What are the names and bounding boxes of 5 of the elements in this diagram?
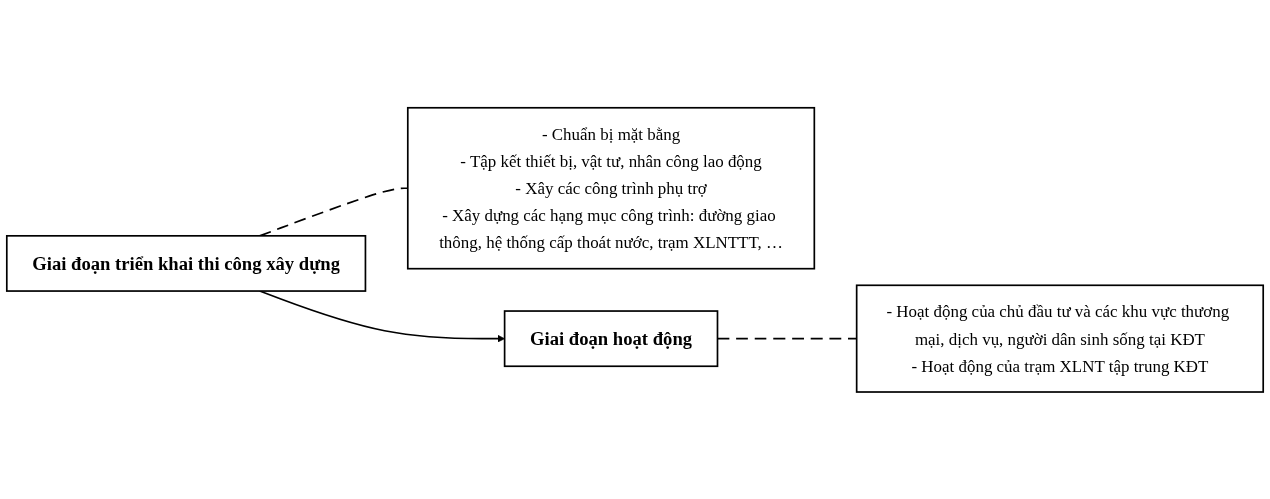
node-box: Giai đoạn triển khai thi công xây dựng [5, 234, 367, 292]
node-box: - Hoạt động của chủ đầu tư và các khu vực thương mại, dịch vụ, người dân sinh sống tại KĐT - Hoạt động của trạm XLNT tập trung KĐT [855, 284, 1265, 393]
node-box: - Chuẩn bị mặt bằng - Tập kết thiết bị, vật tư, nhân công lao động - Xây các công trình phụ trợ - Xây dựng các hạng mục công trình: đường giao thông, hệ thống cấp thoát nước, trạm XLNTTT, … [406, 106, 816, 270]
arrow [258, 289, 505, 342]
node-box: Giai đoạn hoạt động [503, 309, 719, 367]
